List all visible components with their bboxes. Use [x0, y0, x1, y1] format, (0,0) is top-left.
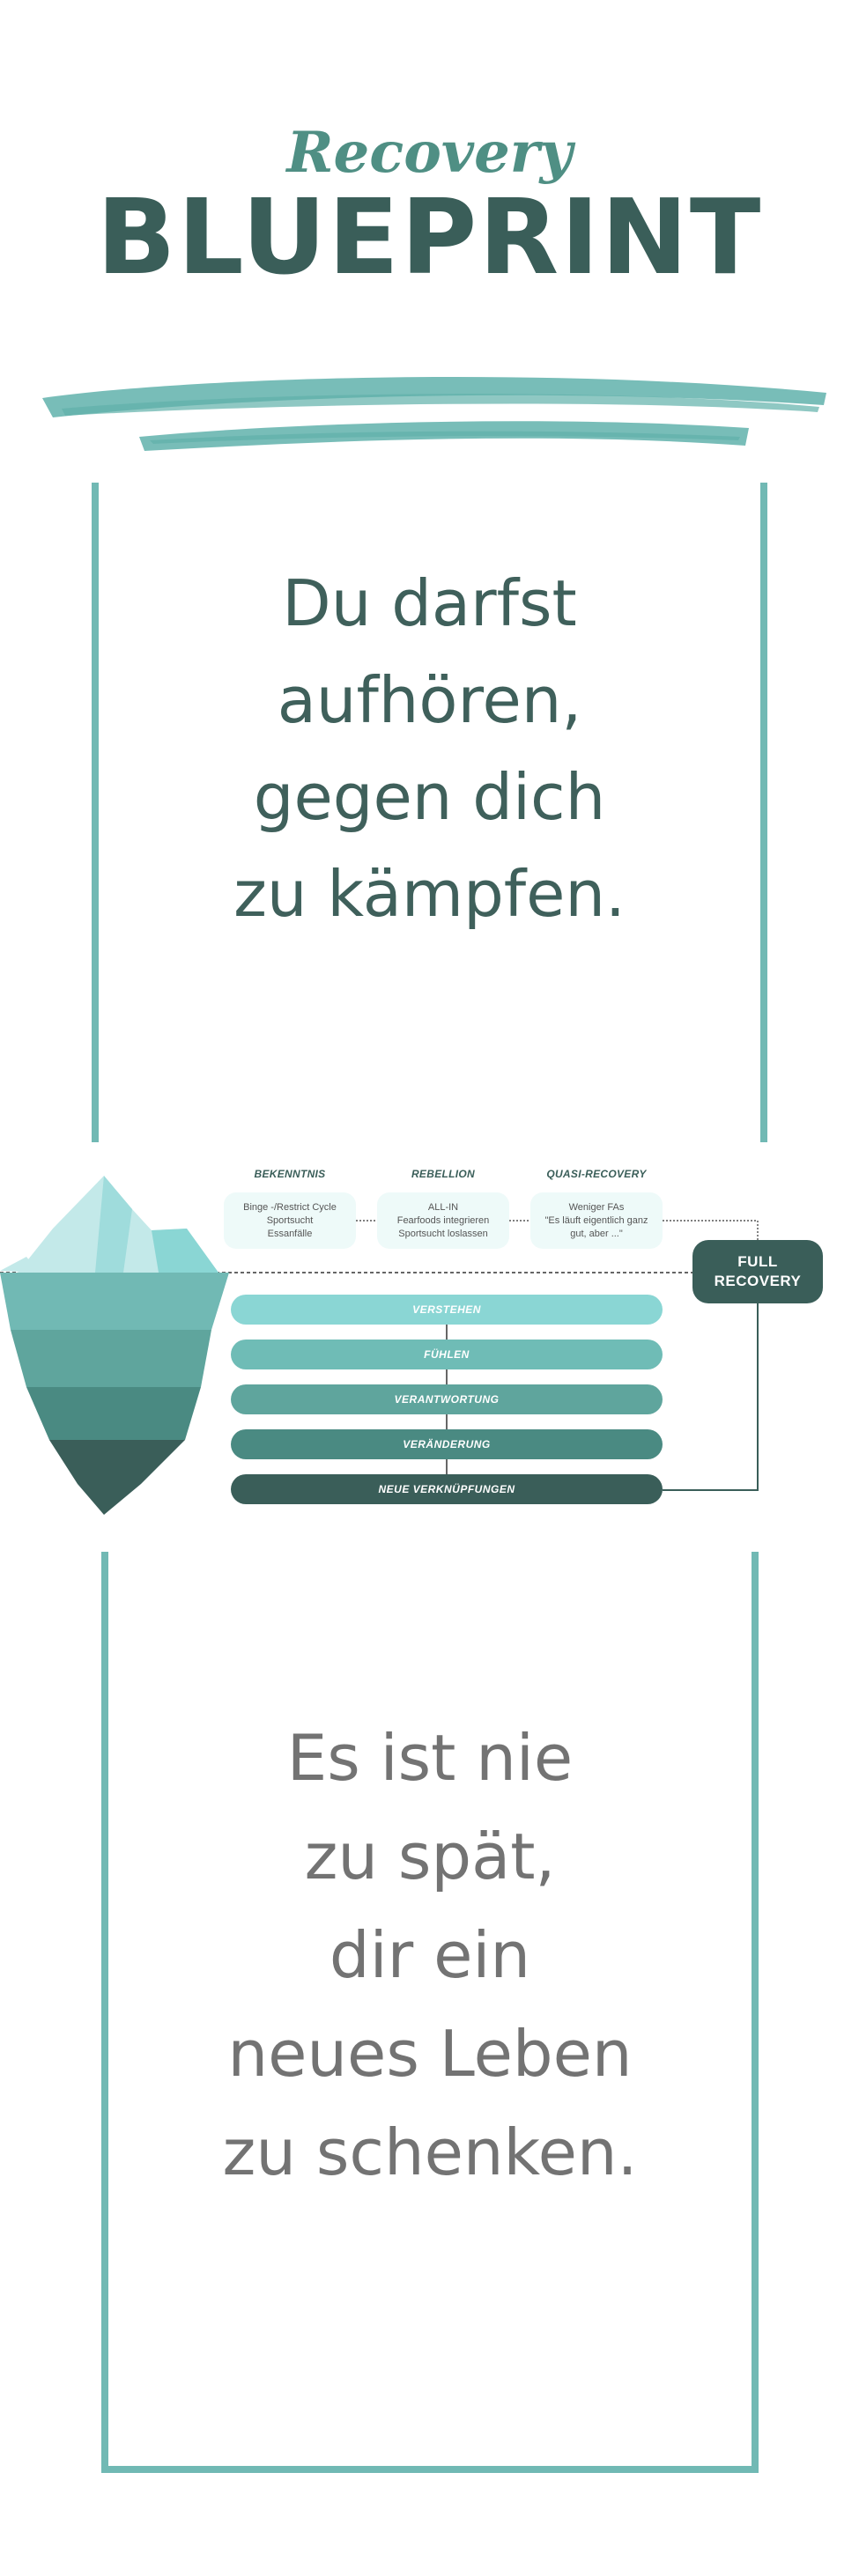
stage-title-quasi-recovery: QUASI-RECOVERY: [546, 1168, 647, 1180]
stage-title-bekenntnis: BEKENNTNIS: [254, 1168, 326, 1180]
quote-bottom-line: Es ist nie: [286, 1721, 574, 1795]
stage-box-line: Weniger FAs: [568, 1201, 625, 1213]
recovery-script-title: Recovery: [286, 120, 573, 186]
quote-top-line: zu kämpfen.: [233, 857, 626, 931]
stage-box-line: Sportsucht: [266, 1214, 314, 1226]
layer-veraenderung: VERÄNDERUNG: [231, 1429, 663, 1459]
frame-bottom: [101, 1552, 759, 2473]
quote-bottom-line: zu schenken.: [222, 2115, 638, 2189]
stage-title-rebellion: REBELLION: [411, 1168, 476, 1180]
blueprint-title: BLUEPRINT: [96, 176, 763, 298]
quote-top-line: Du darfst: [282, 566, 577, 640]
quote-bottom: Es ist nie zu spät, dir ein neues Leben …: [108, 1709, 752, 2202]
stage-box-line: Sportsucht loslassen: [398, 1228, 488, 1239]
layer-verstehen: VERSTEHEN: [231, 1295, 663, 1325]
quote-bottom-line: dir ein: [329, 1918, 531, 1992]
stage-box-line: Fearfoods integrieren: [396, 1214, 490, 1226]
stage-box-quasi-recovery: Weniger FAs "Es läuft eigentlich ganz gu…: [530, 1192, 663, 1249]
stage-box-line: Essanfälle: [267, 1228, 313, 1239]
frame-top-right-border: [760, 483, 767, 1142]
stage-box-line: Binge -/Restrict Cycle: [243, 1201, 337, 1213]
full-recovery-line2: RECOVERY: [714, 1273, 802, 1289]
layer-neue-verknuepfungen: NEUE VERKNÜPFUNGEN: [231, 1474, 663, 1504]
quote-bottom-line: zu spät,: [304, 1819, 556, 1893]
stage-box-line: gut, aber ...": [570, 1228, 623, 1239]
stage-box-bekenntnis: Binge -/Restrict Cycle Sportsucht Essanf…: [224, 1192, 356, 1249]
quote-top-line: gegen dich: [253, 760, 606, 834]
layer-fuehlen: FÜHLEN: [231, 1340, 663, 1369]
quote-bottom-line: neues Leben: [227, 2017, 633, 2091]
quote-top-line: aufhören,: [277, 663, 582, 737]
stage-box-rebellion: ALL-IN Fearfoods integrieren Sportsucht …: [377, 1192, 509, 1249]
iceberg-icon: [0, 1176, 229, 1515]
stage-box-line: "Es läuft eigentlich ganz: [544, 1214, 648, 1226]
quote-top: Du darfst aufhören, gegen dich zu kämpfe…: [99, 555, 760, 942]
brush-stroke-divider: [42, 376, 826, 451]
full-recovery-badge: FULL RECOVERY: [692, 1240, 823, 1303]
layer-verantwortung: VERANTWORTUNG: [231, 1384, 663, 1414]
frame-top-left-border: [92, 483, 99, 1142]
full-recovery-line1: FULL: [737, 1253, 778, 1270]
stage-box-line: ALL-IN: [427, 1201, 459, 1213]
